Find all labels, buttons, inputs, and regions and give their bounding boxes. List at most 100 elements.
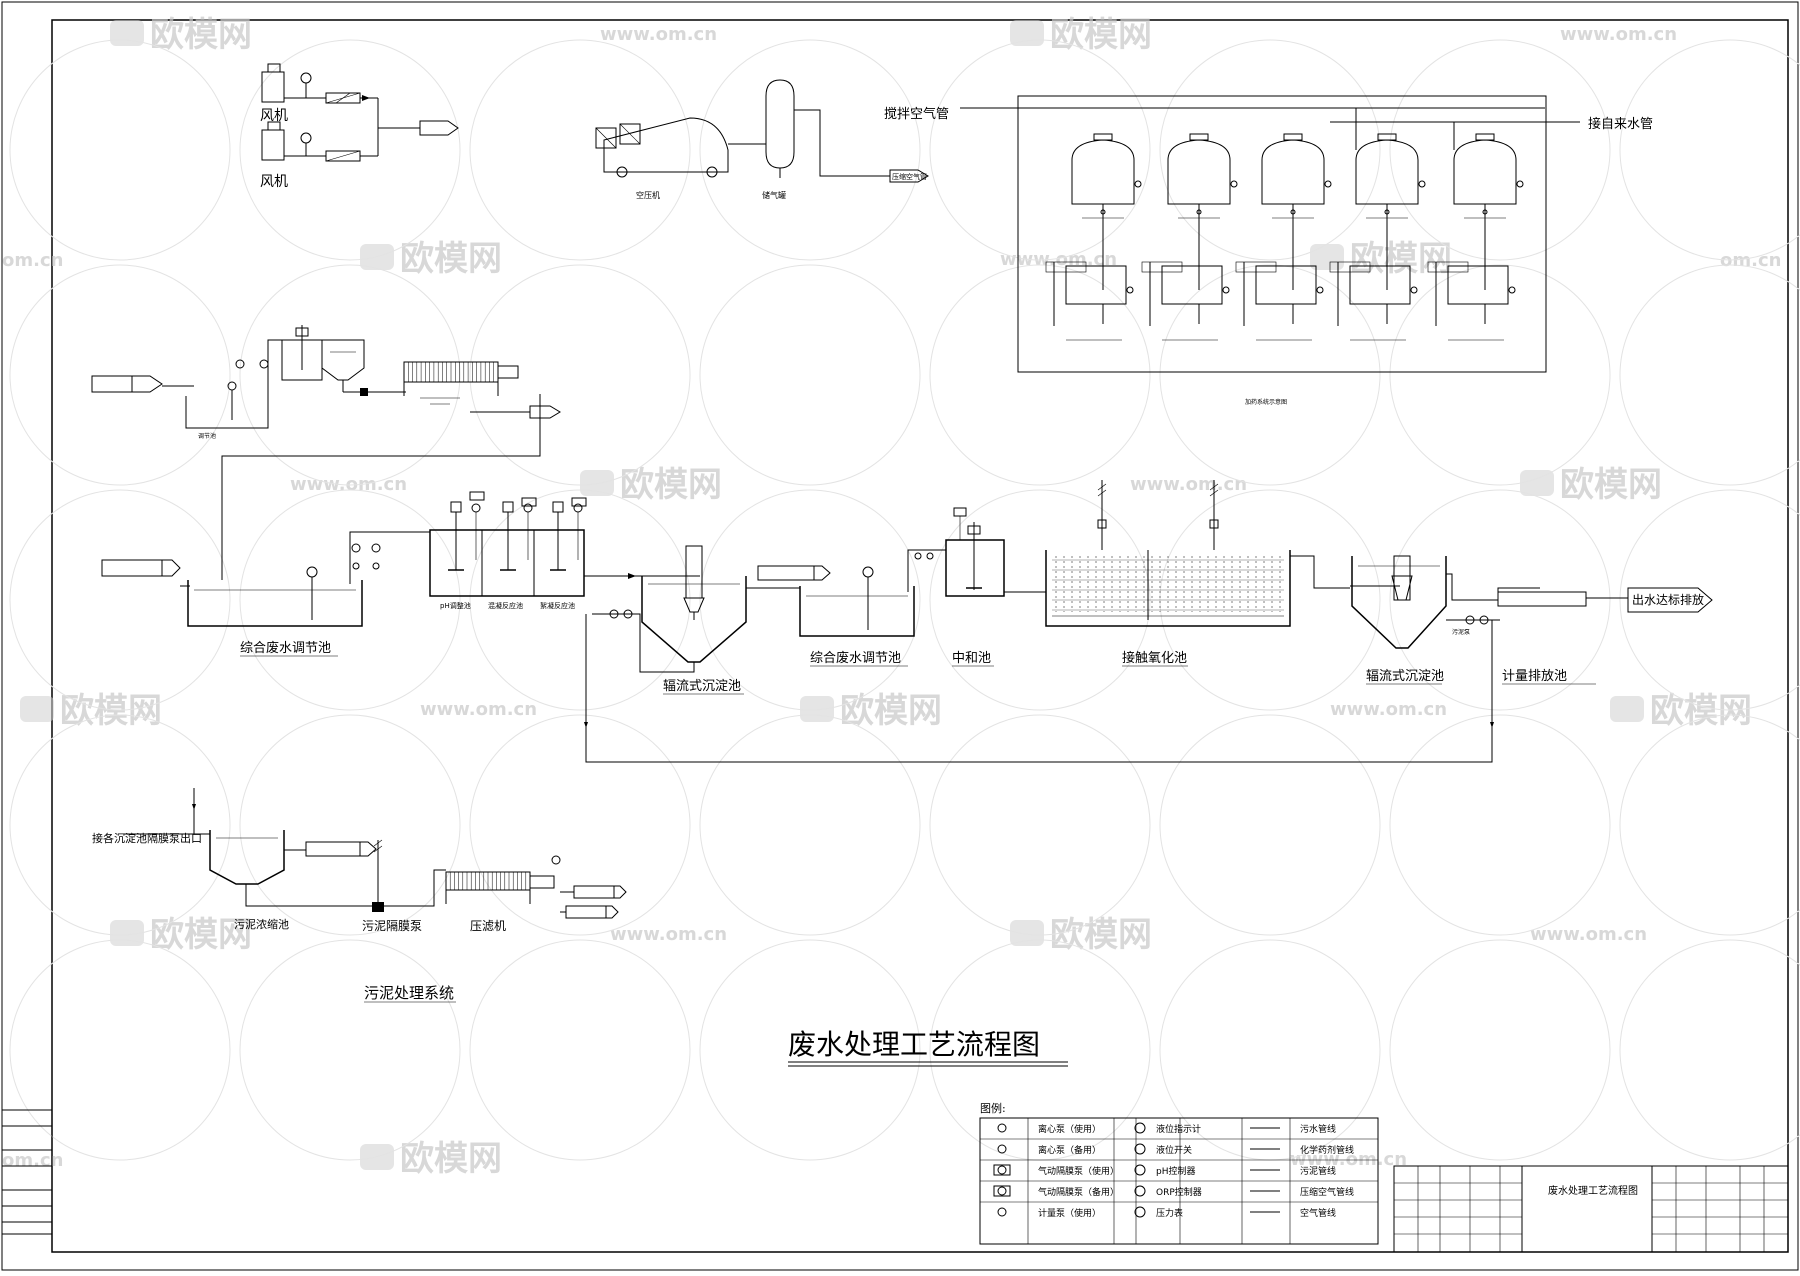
watermark-brand: 欧模网 (800, 691, 942, 731)
dosing-system-caption: 加药系统示意图 (1245, 398, 1287, 406)
watermark-layer: 欧模网欧模网欧模网欧模网欧模网欧模网欧模网欧模网欧模网欧模网欧模网欧模网www.… (2, 15, 1800, 1179)
dosing-frame (1017, 95, 1547, 373)
mixer (448, 501, 481, 571)
svg-text:欧模网: 欧模网 (60, 691, 162, 731)
svg-text:pH调整池: pH调整池 (440, 601, 471, 610)
watermark-url: www.om.cn (610, 924, 727, 945)
watermark-brand: 欧模网 (1310, 239, 1452, 279)
legend-meter-label: 压力表 (1156, 1207, 1183, 1219)
watermark-brand: 欧模网 (20, 691, 162, 731)
neutralization-tank (945, 539, 1005, 597)
svg-text:欧模网: 欧模网 (1560, 465, 1662, 505)
svg-text:欧模网: 欧模网 (1050, 15, 1152, 55)
svg-text:絮凝反应池: 絮凝反应池 (540, 601, 575, 610)
watermark-url: www.om.cn (1530, 924, 1647, 945)
sludge-treatment: 接各沉淀池隔膜泵出口 污泥浓缩池 污泥隔膜泵 压滤机 污泥处理系统 (92, 788, 627, 1003)
legend-meter-label: 液位指示计 (1156, 1123, 1201, 1135)
label-equalization-2: 综合废水调节池 (810, 650, 901, 666)
legend-row: 气动隔膜泵（使用）pH控制器污泥管线 (993, 1164, 1336, 1177)
label-filter-press: 压滤机 (470, 919, 506, 933)
watermark-brand: 欧模网 (360, 239, 502, 279)
air-outlet-arrow (419, 120, 459, 136)
svg-text:欧模网: 欧模网 (150, 15, 252, 55)
label-sludge-pump: 污泥隔膜泵 (362, 919, 422, 933)
legend-pump-label: 气动隔膜泵（备用） (1038, 1186, 1119, 1198)
main-treatment-line: 综合废水调节池 pH调整池 混凝反应池 絮凝反应池 辐流式沉淀池 (101, 480, 1713, 763)
tank-label: 储气罐 (762, 190, 786, 200)
legend-row: 气动隔膜泵（备用） ORP控制器 压缩空气管线 (993, 1185, 1354, 1198)
mixing-air-label: 搅拌空气管 (884, 106, 949, 122)
svg-text:欧模网: 欧模网 (1350, 239, 1452, 279)
svg-text:污泥泵: 污泥泵 (1452, 628, 1470, 636)
air-compressor: 空压机 (595, 117, 766, 200)
legend-meter-label: ORP控制器 (1156, 1186, 1202, 1198)
svg-text:欧模网: 欧模网 (150, 915, 252, 955)
dosing-tank (1045, 133, 1142, 341)
label-contact-oxidation: 接触氧化池 (1122, 650, 1187, 666)
svg-text:欧模网: 欧模网 (1050, 915, 1152, 955)
radial-clarifier-2: 辐流式沉淀池 污泥泵 (1350, 555, 1500, 685)
watermark-brand: 欧模网 (1010, 915, 1152, 955)
svg-text:欧模网: 欧模网 (840, 691, 942, 731)
watermark-brand: 欧模网 (360, 1139, 502, 1179)
svg-text:欧模网: 欧模网 (1650, 691, 1752, 731)
compressed-air-label: 压缩空气管 (892, 172, 927, 181)
label-outlet: 出水达标排放 (1632, 592, 1704, 607)
blower-1 (261, 63, 378, 104)
watermark-url: www.om.cn (1560, 24, 1677, 45)
label-sludge-system: 污泥处理系统 (364, 984, 454, 1002)
legend-row: 离心泵（备用）液位开关化学药剂管线 (997, 1143, 1354, 1156)
air-receiver-tank: 压缩空气管 储气罐 (762, 79, 929, 200)
legend-pump-label: 离心泵（备用） (1038, 1144, 1101, 1156)
equalization-tank-2 (799, 586, 915, 637)
watermark-brand: 欧模网 (1610, 691, 1752, 731)
watermark-url: www.om.cn (600, 24, 717, 45)
legend-pump-label: 计量泵（使用） (1038, 1207, 1101, 1219)
sludge-diaphragm-pump (372, 902, 384, 912)
legend-pipe-label: 压缩空气管线 (1300, 1186, 1354, 1198)
inner-border (51, 19, 1789, 1253)
legend-meter-label: pH控制器 (1156, 1165, 1195, 1177)
watermark-brand: 欧模网 (110, 15, 252, 55)
tap-water-label: 接自来水管 (1588, 116, 1653, 132)
watermark-url-short: om.cn (2, 1150, 63, 1171)
watermark-brand: 欧模网 (1520, 465, 1662, 505)
legend-row: 计量泵（使用）压力表空气管线 (997, 1206, 1336, 1219)
watermark-url: www.om.cn (1330, 699, 1447, 720)
legend-meter-label: 液位开关 (1156, 1144, 1192, 1156)
watermark-brand: 欧模网 (580, 465, 722, 505)
watermark-url: www.om.cn (420, 699, 537, 720)
mixer (500, 501, 533, 571)
svg-text:污泥浓缩池: 污泥浓缩池 (234, 918, 289, 931)
label-neutralization: 中和池 (952, 651, 991, 666)
watermark-url: www.om.cn (1130, 474, 1247, 495)
page-title: 废水处理工艺流程图 (788, 1028, 1040, 1061)
pretreatment-module: 调节池 (91, 325, 561, 580)
titleblock-drawing-name: 废水处理工艺流程图 (1548, 1184, 1638, 1197)
watermark-url-short: om.cn (2, 250, 63, 271)
watermark-brand: 欧模网 (1010, 15, 1152, 55)
blower-1-label: 风机 (260, 108, 288, 124)
sludge-filter-press (445, 871, 555, 904)
blower-2 (261, 121, 378, 162)
legend: 图例: 离心泵（使用）液位指示计污水管线离心泵（备用）液位开关化学药剂管线气动隔… (979, 1101, 1379, 1245)
watermark-brand: 欧模网 (110, 915, 252, 955)
svg-text:调节池: 调节池 (198, 432, 216, 440)
blower-2-label: 风机 (260, 174, 288, 190)
label-clarifier-2: 辐流式沉淀池 (1366, 669, 1444, 684)
equalization-tank (187, 580, 363, 627)
legend-heading: 图例: (980, 1101, 1006, 1115)
dosing-tank (1141, 133, 1238, 341)
label-equalization-1: 综合废水调节池 (240, 640, 331, 656)
sludge-thickener (209, 830, 285, 885)
dosing-tank (1427, 133, 1524, 341)
label-metering: 计量排放池 (1502, 669, 1567, 684)
watermark-url-short: om.cn (1720, 250, 1781, 271)
label-clarifier-1: 辐流式沉淀池 (663, 679, 741, 694)
svg-text:欧模网: 欧模网 (400, 1139, 502, 1179)
label-sludge-inlet: 接各沉淀池隔膜泵出口 (92, 831, 202, 845)
left-strip (1, 1109, 53, 1235)
